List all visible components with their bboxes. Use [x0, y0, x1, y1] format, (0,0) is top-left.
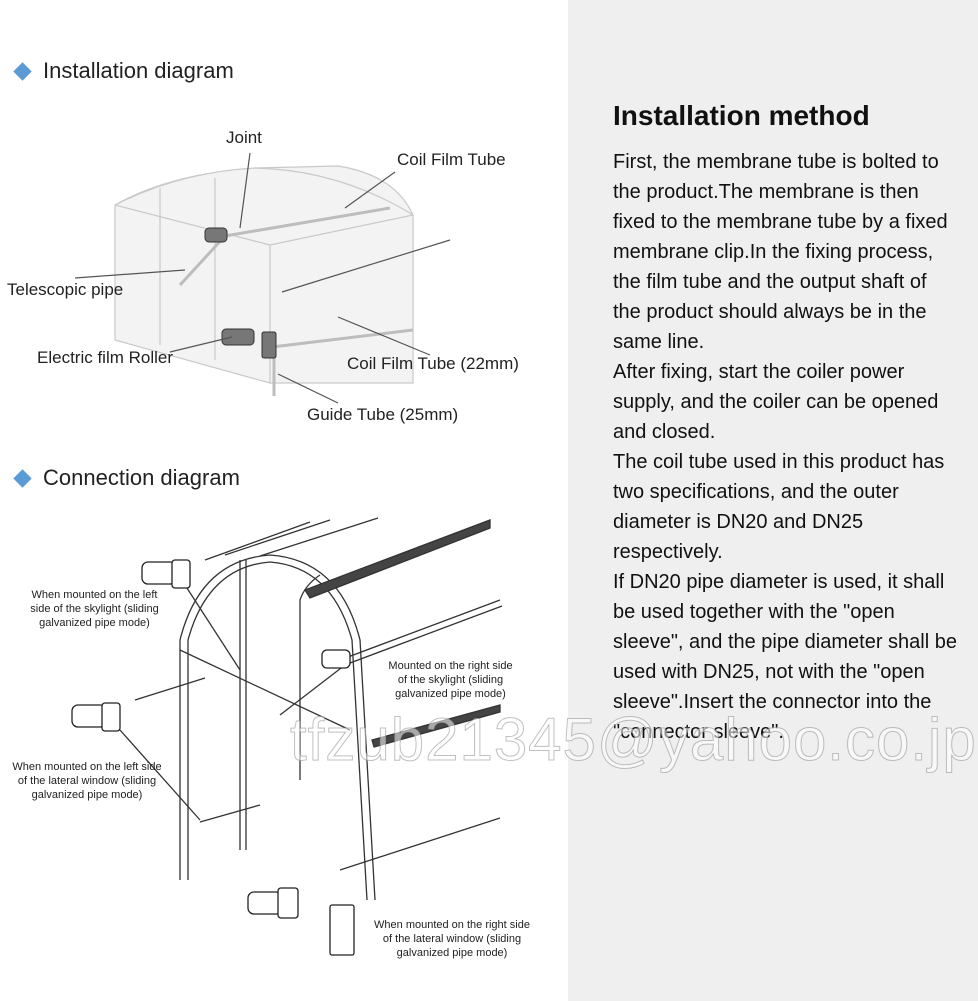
- label-telescopic-pipe: Telescopic pipe: [7, 280, 124, 299]
- label-joint: Joint: [226, 128, 262, 147]
- greenhouse-installation-illustration: [74, 152, 451, 404]
- label-electric-film-roller: Electric film Roller: [37, 348, 174, 367]
- method-paragraph: The coil tube used in this product has t…: [613, 451, 945, 563]
- method-paragraph: If DN20 pipe diameter is used, it shall …: [613, 571, 957, 743]
- label-guide-tube-25mm: Guide Tube (25mm): [307, 405, 459, 424]
- right-panel: [568, 0, 978, 1001]
- installation-title: Installation diagram: [12, 58, 234, 84]
- connection-title: Connection diagram: [12, 465, 240, 491]
- label-coil-film-tube: Coil Film Tube: [397, 150, 506, 169]
- method-body: First, the membrane tube is bolted to th…: [613, 147, 958, 747]
- method-title: Installation method: [613, 100, 870, 131]
- note-left-skylight: When mounted on the left side of the sky…: [30, 589, 159, 629]
- method-paragraph: After fixing, start the coiler power sup…: [613, 361, 939, 443]
- note-right-skylight: Mounted on the right side of the skyligh…: [388, 660, 513, 700]
- greenhouse-connection-illustration: [71, 517, 503, 956]
- diamond-bullet-icon: [13, 468, 32, 488]
- method-paragraph: First, the membrane tube is bolted to th…: [613, 151, 948, 353]
- note-left-lateral: When mounted on the left side of the lat…: [12, 761, 162, 801]
- label-coil-film-tube-22mm: Coil Film Tube (22mm): [347, 354, 519, 373]
- note-right-lateral: When mounted on the right side of the la…: [374, 919, 530, 959]
- watermark: tfzub21345@yahoo.co.jp: [290, 706, 977, 774]
